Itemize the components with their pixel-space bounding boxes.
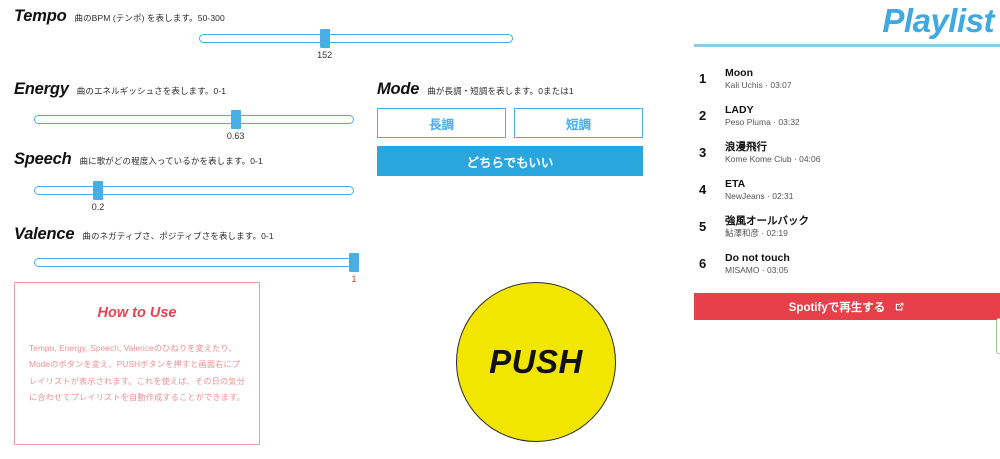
track-number: 4 <box>699 182 707 197</box>
tempo-value: 152 <box>317 50 333 60</box>
valence-slider-track[interactable] <box>34 258 354 267</box>
playlist-title: Playlist <box>882 2 994 39</box>
how-to-use-body: Tempo, Energy, Speech, Valenceのひねりを変えたり、… <box>29 344 245 403</box>
valence-title: Valence <box>14 225 75 243</box>
track-name: 強風オールバック <box>725 214 809 227</box>
tempo-slider-track[interactable] <box>199 34 513 43</box>
track-name: 浪漫飛行 <box>725 140 767 153</box>
energy-slider[interactable]: 0.63 <box>20 105 370 141</box>
speech-title: Speech <box>14 150 72 168</box>
spotify-play-button[interactable]: Spotifyで再生する <box>694 293 1000 320</box>
energy-title: Energy <box>14 80 69 98</box>
playlist-divider <box>694 44 1000 47</box>
tempo-title: Tempo <box>14 7 67 25</box>
push-button-label: PUSH <box>489 343 583 380</box>
track-meta: MISAMO · 03:05 <box>725 264 789 275</box>
mode-major-button[interactable]: 長調 <box>377 108 506 138</box>
track-number: 2 <box>699 108 707 123</box>
speech-slider-thumb[interactable] <box>93 181 103 200</box>
track-meta: Peso Pluma · 03:32 <box>725 116 800 127</box>
speech-value: 0.2 <box>91 202 105 212</box>
energy-slider-thumb[interactable] <box>230 110 241 129</box>
valence-slider[interactable]: 1 <box>20 248 370 284</box>
mode-heading: Mode 曲が長調・短調を表します。0または1 <box>377 80 574 99</box>
track-name: Moon <box>725 66 753 79</box>
track-meta: Kome Kome Club · 04:06 <box>725 153 821 164</box>
track-number: 5 <box>699 219 707 234</box>
energy-description: 曲のエネルギッシュさを表します。0-1 <box>76 86 227 96</box>
energy-value: 0.63 <box>226 131 245 141</box>
track-number: 3 <box>699 145 707 160</box>
mode-minor-button[interactable]: 短調 <box>514 108 643 138</box>
tempo-description: 曲のBPM (テンポ) を表します。50-300 <box>74 13 225 23</box>
track-meta: 鮎澤和彦 · 02:19 <box>725 227 788 238</box>
mode-button-row: 長調 短調 <box>377 108 643 138</box>
mode-description: 曲が長調・短調を表します。0または1 <box>427 86 574 96</box>
tempo-heading: Tempo 曲のBPM (テンポ) を表します。50-300 <box>14 7 225 26</box>
mode-button-group: 長調 短調 どちらでもいい <box>377 108 643 176</box>
track-number: 1 <box>699 71 707 86</box>
mode-title: Mode <box>377 80 420 98</box>
track-row[interactable]: 5 強風オールバック鮎澤和彦 · 02:19 <box>694 208 1000 245</box>
track-meta: Kali Uchis · 03:07 <box>725 79 792 90</box>
push-button[interactable]: PUSH <box>456 282 616 442</box>
track-name: LADY <box>725 103 754 116</box>
energy-heading: Energy 曲のエネルギッシュさを表します。0-1 <box>14 80 226 99</box>
energy-slider-track[interactable] <box>34 115 354 124</box>
speech-heading: Speech 曲に歌がどの程度入っているかを表します。0-1 <box>14 150 263 169</box>
tempo-slider[interactable]: 152 <box>185 24 525 60</box>
track-meta: NewJeans · 02:31 <box>725 190 794 201</box>
track-info: 強風オールバック鮎澤和彦 · 02:19 <box>725 214 809 240</box>
track-name: Do not touch <box>725 251 790 264</box>
spotify-play-label: Spotifyで再生する <box>788 301 886 314</box>
valence-description: 曲のネガティブさ、ポジティブさを表します。0-1 <box>82 231 274 241</box>
speech-slider[interactable]: 0.2 <box>20 176 370 212</box>
track-number: 6 <box>699 256 707 271</box>
valence-value: 1 <box>351 274 357 284</box>
how-to-use-title: How to Use <box>97 305 177 321</box>
track-name: ETA <box>725 177 746 190</box>
tempo-slider-thumb[interactable] <box>319 29 330 48</box>
valence-heading: Valence 曲のネガティブさ、ポジティブさを表します。0-1 <box>14 225 274 244</box>
speech-slider-track[interactable] <box>34 186 354 195</box>
valence-slider-thumb[interactable] <box>349 253 359 272</box>
how-to-use-panel: How to Use Tempo, Energy, Speech, Valenc… <box>14 282 260 445</box>
speech-description: 曲に歌がどの程度入っているかを表します。0-1 <box>79 156 263 166</box>
mode-either-button[interactable]: どちらでもいい <box>377 146 643 176</box>
edge-widget[interactable] <box>996 318 1000 354</box>
external-link-icon <box>894 301 905 312</box>
